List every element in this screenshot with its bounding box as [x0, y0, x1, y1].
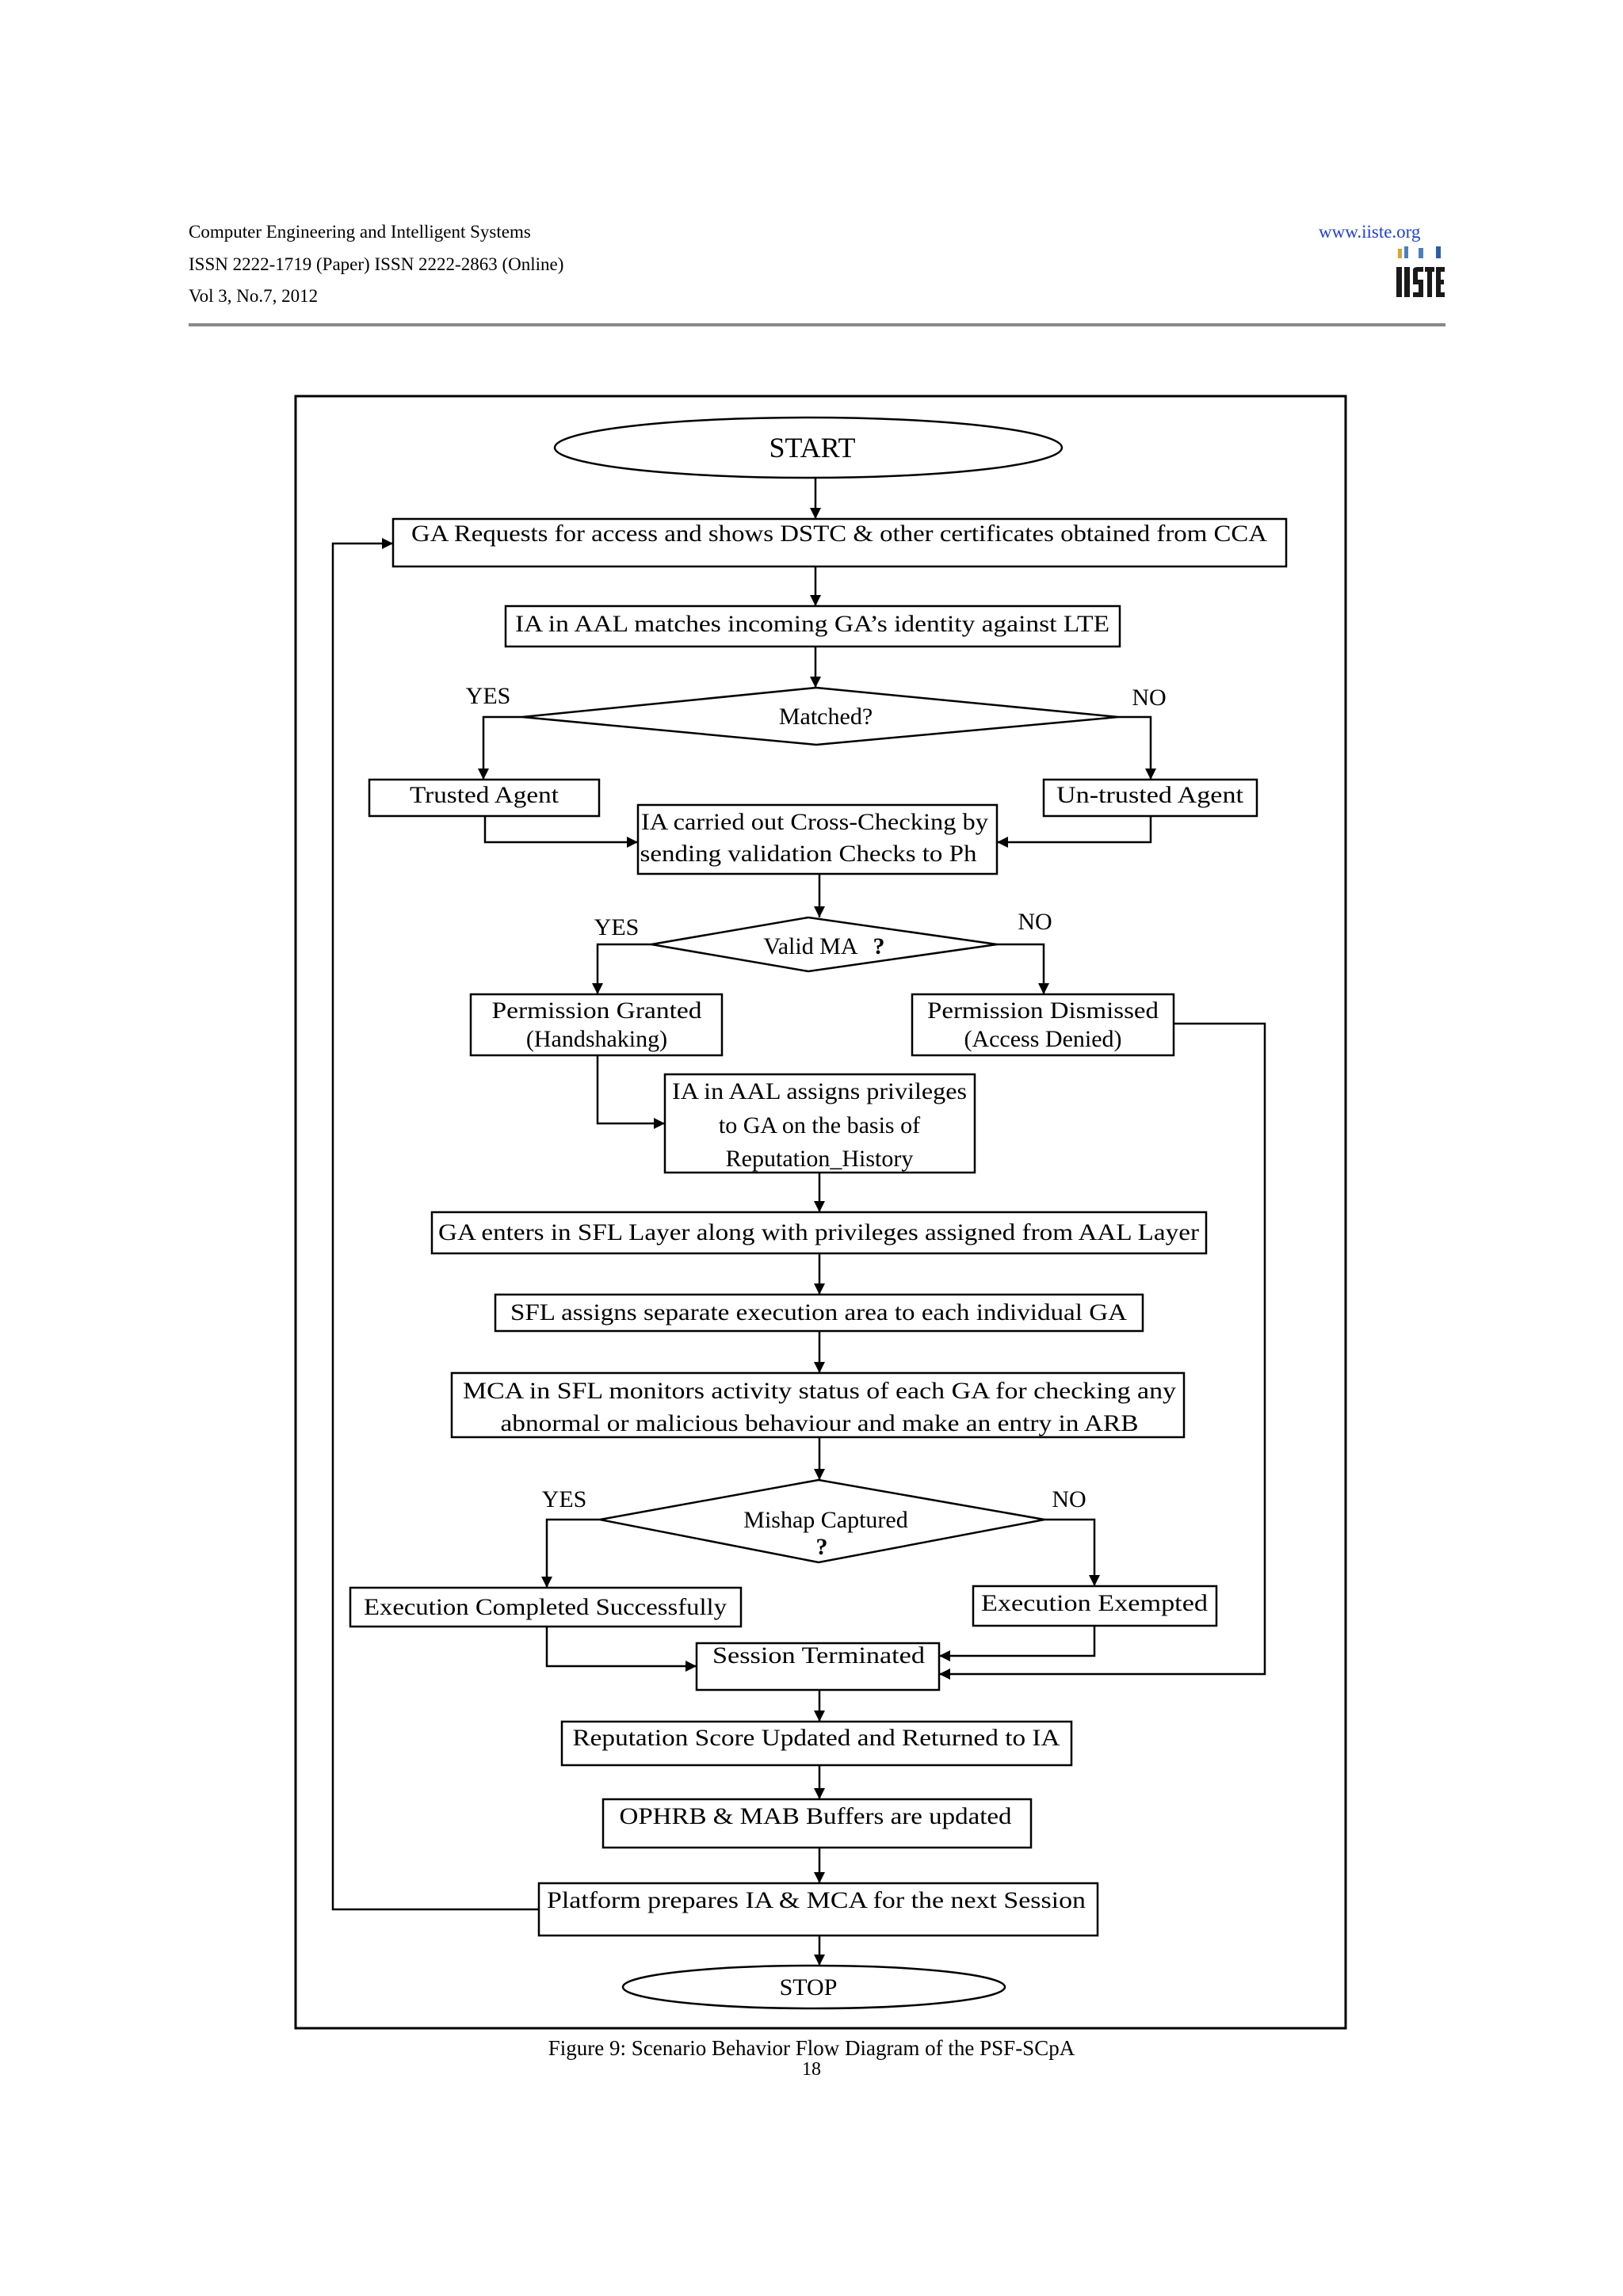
matched-label: Matched?: [779, 704, 873, 730]
yes-label-2: YES: [594, 914, 640, 940]
ga-request-box: [391, 517, 1288, 568]
session-terminated-label: Session Terminated: [712, 1642, 925, 1669]
session-terminated-box: [695, 1642, 941, 1691]
trusted-agent-box: [368, 778, 601, 818]
page-number: 18: [802, 2059, 821, 2080]
cross-check-box: [636, 803, 999, 875]
permission-granted-line-2: (Handshaking): [526, 1026, 667, 1052]
ga-request-label: GA Requests for access and shows DSTC & …: [411, 521, 1267, 547]
ophrb-label: OPHRB & MAB Buffers are updated: [620, 1803, 1012, 1829]
cross-check-line-1: IA carried out Cross-Checking by: [641, 809, 988, 835]
execution-exempted-label: Execution Exempted: [981, 1590, 1208, 1616]
website-link[interactable]: www.iiste.org: [1319, 222, 1421, 242]
header-rule: [189, 323, 1445, 326]
trusted-agent-label: Trusted Agent: [410, 782, 559, 808]
permission-dismissed-line-2: (Access Denied): [964, 1026, 1121, 1052]
stop-label: STOP: [780, 1974, 838, 2000]
execution-completed-box: [349, 1586, 743, 1628]
issn-line: ISSN 2222-1719 (Paper) ISSN 2222-2863 (O…: [189, 254, 564, 274]
untrusted-agent-box: [1042, 778, 1258, 818]
cross-check-line-2: sending validation Checks to Ph: [640, 841, 977, 867]
assign-privileges-line-3: Reputation_History: [726, 1146, 914, 1172]
reputation-label: Reputation Score Updated and Returned to…: [573, 1725, 1060, 1751]
sfl-enter-box: [430, 1211, 1208, 1255]
valid-ma-question: ?: [873, 933, 885, 959]
reputation-box: [560, 1720, 1073, 1767]
yes-label-1: YES: [466, 683, 511, 709]
permission-dismissed-box: [911, 993, 1175, 1057]
start-label: START: [769, 432, 856, 463]
start-terminal: [553, 416, 1064, 479]
assign-privileges-box: [663, 1073, 976, 1174]
ia-match-label: IA in AAL matches incoming GA’s identity…: [515, 611, 1109, 637]
figure-caption: Figure 9: Scenario Behavior Flow Diagram…: [548, 2036, 1075, 2060]
mca-monitor-line-1: MCA in SFL monitors activity status of e…: [463, 1378, 1176, 1404]
valid-ma-label: Valid MA: [763, 933, 858, 959]
journal-title: Computer Engineering and Intelligent Sys…: [189, 222, 531, 242]
ophrb-box: [601, 1798, 1033, 1849]
no-label-1: NO: [1132, 685, 1166, 711]
permission-dismissed-line-1: Permission Dismissed: [927, 997, 1159, 1024]
mishap-label: Mishap Captured: [743, 1507, 907, 1533]
assign-privileges-line-2: to GA on the basis of: [719, 1112, 920, 1138]
stop-terminal: [621, 1964, 1006, 2010]
ia-match-box: [504, 605, 1121, 648]
no-label-2: NO: [1018, 909, 1052, 935]
permission-granted-line-1: Permission Granted: [492, 997, 702, 1024]
permission-granted-box: [469, 993, 724, 1057]
mca-monitor-box: [450, 1371, 1186, 1439]
execution-completed-label: Execution Completed Successfully: [364, 1594, 727, 1620]
assign-privileges-line-1: IA in AAL assigns privileges: [672, 1078, 967, 1104]
no-label-3: NO: [1052, 1486, 1086, 1512]
volume-line: Vol 3, No.7, 2012: [189, 286, 319, 306]
mca-monitor-line-2: abnormal or malicious behaviour and make…: [501, 1410, 1139, 1436]
sfl-assign-label: SFL assigns separate execution area to e…: [510, 1299, 1127, 1325]
sfl-enter-label: GA enters in SFL Layer along with privil…: [438, 1219, 1199, 1245]
platform-label: Platform prepares IA & MCA for the next …: [547, 1887, 1086, 1913]
iiste-logo: [1396, 246, 1445, 297]
execution-exempted-box: [972, 1585, 1218, 1627]
yes-label-3: YES: [542, 1486, 587, 1512]
figure-frame: [294, 395, 1347, 2030]
mishap-question: ?: [816, 1534, 828, 1560]
untrusted-agent-label: Un-trusted Agent: [1056, 782, 1244, 808]
